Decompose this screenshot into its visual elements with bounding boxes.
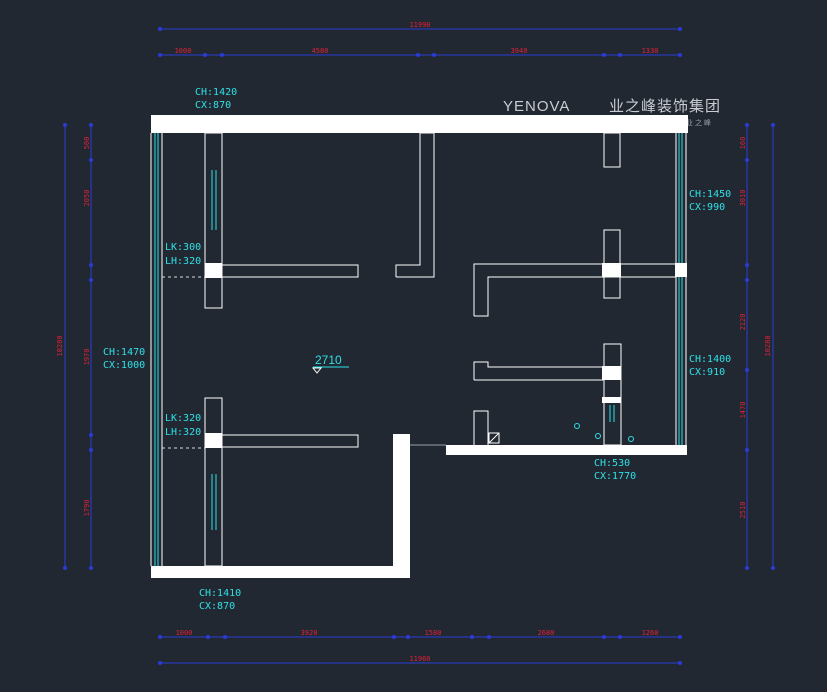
note-right-upper-ch: CH:1450 [689,189,731,200]
interior-walls [204,132,677,567]
dim-left-seg: 500 [83,137,91,150]
logo-chinese: 业之峰装饰集团 [609,98,721,115]
note-bottom-window-ch: CH:1410 [199,588,241,599]
note-top-window-cx: CX:870 [195,100,231,111]
note-right-lower-cx: CX:910 [689,367,725,378]
dim-left-seg: 1970 [83,349,91,366]
dim-bottom-seg: 1260 [642,629,659,637]
ceiling-height-label: 2710 [315,353,342,367]
note-right-lower-ch: CH:1400 [689,354,731,365]
note-top-window-ch: CH:1420 [195,87,237,98]
outer-wall-outline [150,133,687,566]
dim-right-total: 10280 [764,335,772,356]
dim-right-seg: 3010 [739,190,747,207]
logo-sub: 业 之 峰 [686,118,711,127]
dim-left-total: 10200 [56,335,64,356]
ceiling-height-marker: 2710 [311,353,349,374]
door-markers [162,276,205,449]
dim-right-seg: 160 [739,137,747,150]
exterior-walls [151,115,688,578]
note-bottom-right-cx: CX:1770 [594,471,636,482]
wall-posts [205,263,687,448]
dim-left-seg: 1790 [83,500,91,517]
dim-top-total: 11990 [409,21,430,29]
windows [154,133,683,566]
dim-top-seg: 4580 [312,47,329,55]
dimension-ticks [63,27,775,665]
logo-brand: YENOVA [503,98,570,115]
dim-left-seg: 2050 [83,190,91,207]
dimension-texts: 11990 1000 4580 3940 1330 1000 3920 1580… [56,21,772,663]
note-bottom-window-cx: CX:870 [199,601,235,612]
note-door-lower-lh: LH:320 [165,427,201,438]
dim-bottom-seg: 2680 [538,629,555,637]
note-left-window-cx: CX:1000 [103,360,145,371]
dim-bottom-seg: 1580 [425,629,442,637]
dim-right-seg: 1470 [739,402,747,419]
fixtures [574,423,634,442]
dim-top-seg: 1330 [642,47,659,55]
dim-right-seg: 2510 [739,502,747,519]
note-left-window-ch: CH:1470 [103,347,145,358]
dim-bottom-seg: 1000 [176,629,193,637]
note-right-upper-cx: CX:990 [689,202,725,213]
annotations: CH:1420 CX:870 CH:1470 CX:1000 CH:1410 C… [103,87,731,612]
dim-bottom-total: 11960 [409,655,430,663]
dim-right-seg: 2120 [739,314,747,331]
note-door-lower-lk: LK:320 [165,413,201,424]
note-door-upper-lk: LK:300 [165,242,201,253]
dim-bottom-seg: 3920 [301,629,318,637]
company-logo: YENOVA 业之峰装饰集团 业 之 峰 [503,98,721,127]
dim-top-seg: 1000 [175,47,192,55]
dim-top-seg: 3940 [511,47,528,55]
note-door-upper-lh: LH:320 [165,256,201,267]
note-bottom-right-ch: CH:530 [594,458,630,469]
